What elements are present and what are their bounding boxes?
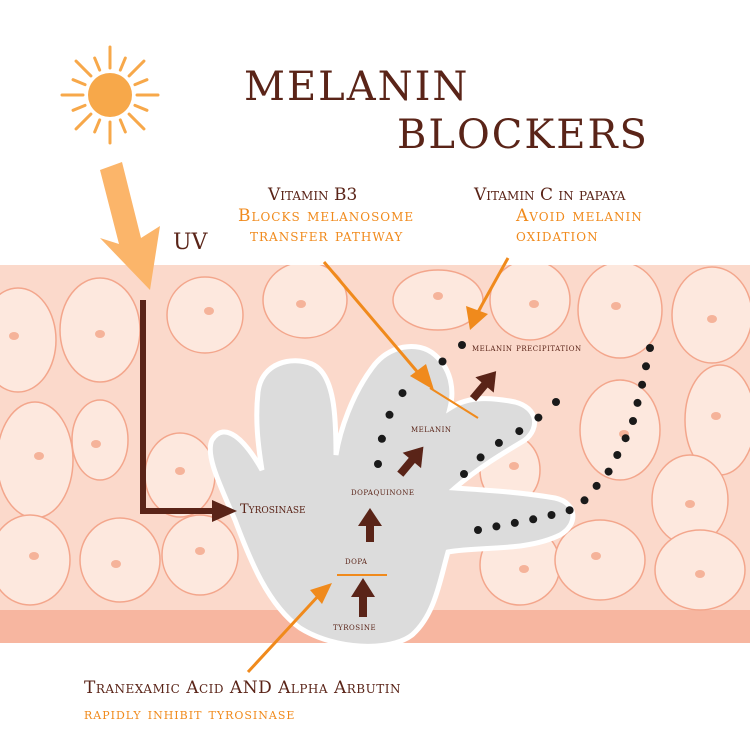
- skin-cell-icon: [554, 519, 646, 601]
- skin-cell-icon: [684, 364, 750, 476]
- vitamin-b3-title: Vitamin B3: [268, 185, 358, 205]
- vitamin-c-title: Vitamin C in papaya: [474, 185, 626, 205]
- skin-cell-icon: [166, 276, 244, 354]
- skin-cell-icon: [654, 529, 746, 611]
- skin-cell-icon: [577, 265, 663, 359]
- step-dopa: dopa: [345, 556, 368, 567]
- skin-cell-icon: [161, 514, 239, 596]
- skin-cells: [0, 265, 750, 611]
- pathway-arrow-dopa-dopaquinone: [358, 508, 382, 542]
- title-line-2: BLOCKERS: [397, 112, 649, 158]
- skin-cell-icon: [671, 266, 750, 364]
- skin-cell-icon: [0, 514, 71, 606]
- vitamin-c-desc-line-1: Avoid melanin: [516, 206, 643, 226]
- tyrosinase-pathway-arrow: [140, 300, 237, 522]
- skin-cell-icon: [0, 287, 57, 393]
- vitamin-b3-desc-line-1: Blocks melanosome: [238, 206, 415, 226]
- step-dopaquinone: dopaquinone: [351, 487, 415, 498]
- vitamin-c-desc-line-2: oxidation: [516, 226, 599, 246]
- tyrosinase-label: Tyrosinase: [240, 502, 306, 517]
- tranexamic-title: Tranexamic Acid AND Alpha Arbutin: [84, 678, 401, 698]
- uv-arrow-icon: [100, 162, 160, 290]
- sun-icon: [60, 45, 160, 145]
- skin-cell-icon: [79, 517, 161, 603]
- uv-label: UV: [173, 230, 208, 255]
- melanocyte-hand-icon: [207, 343, 576, 649]
- step-melanin-precipitation: melanin precipitation: [472, 343, 582, 354]
- tranexamic-subtitle: rapidly inhibit tyrosinase: [84, 704, 296, 723]
- vitamin-c-callout-arrow: [466, 257, 510, 330]
- title-line-1: MELANIN: [244, 64, 470, 110]
- tranexamic-callout-arrow: [246, 583, 332, 674]
- vitamin-b3-desc-line-2: transfer pathway: [250, 226, 404, 246]
- skin-cell-icon: [651, 454, 729, 546]
- pathway-arrow-dopaquinone-melanin: [397, 446, 424, 477]
- step-melanin: melanin: [411, 424, 452, 435]
- pathway-arrow-melanin-precipitation: [469, 371, 497, 402]
- step-tyrosine: tyrosine: [333, 622, 377, 633]
- b3-callout-arrow: [322, 261, 479, 419]
- skin-cell-icon: [579, 379, 661, 481]
- skin-cell-icon: [262, 265, 348, 339]
- pathway-arrow-tyrosine-dopa: [351, 578, 375, 617]
- skin-cell-icon: [0, 401, 74, 519]
- skin-cell-icon: [144, 432, 216, 518]
- melanosome-transfer-dots: [374, 341, 654, 534]
- skin-cell-icon: [59, 277, 141, 383]
- skin-cell-icon: [489, 265, 571, 341]
- skin-cell-icon: [71, 399, 129, 481]
